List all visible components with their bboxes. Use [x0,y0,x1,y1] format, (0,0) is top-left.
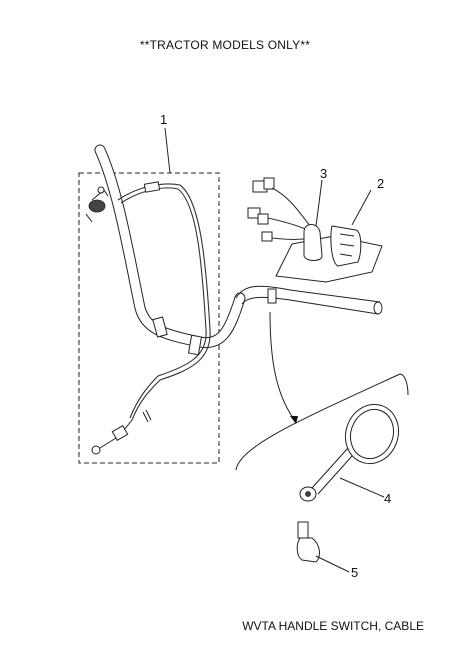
leader-2 [351,189,372,226]
callout-3: 3 [320,166,327,181]
mirror-mount [296,521,320,563]
leader-4 [339,477,385,498]
callout-4: 4 [384,491,391,506]
throttle-cable [91,181,211,455]
kit-dashed-box [78,172,220,464]
handle-switch-assembly [275,224,383,283]
leader-3 [315,179,323,227]
leader-1 [164,127,171,174]
tractor-models-note: **TRACTOR MODELS ONLY** [139,38,311,52]
callout-1: 1 [160,112,167,127]
mirror [299,403,399,502]
detail-arrow [269,311,297,423]
arrowhead [290,416,298,424]
handlebar [94,144,383,356]
leader-5 [315,555,350,573]
callout-5: 5 [351,565,358,580]
detail-view-arc [235,373,409,471]
switch-harness [247,177,313,242]
diagram-caption: WVTA HANDLE SWITCH, CABLE [242,619,424,633]
throttle-lever [85,186,109,223]
callout-2: 2 [377,176,384,191]
